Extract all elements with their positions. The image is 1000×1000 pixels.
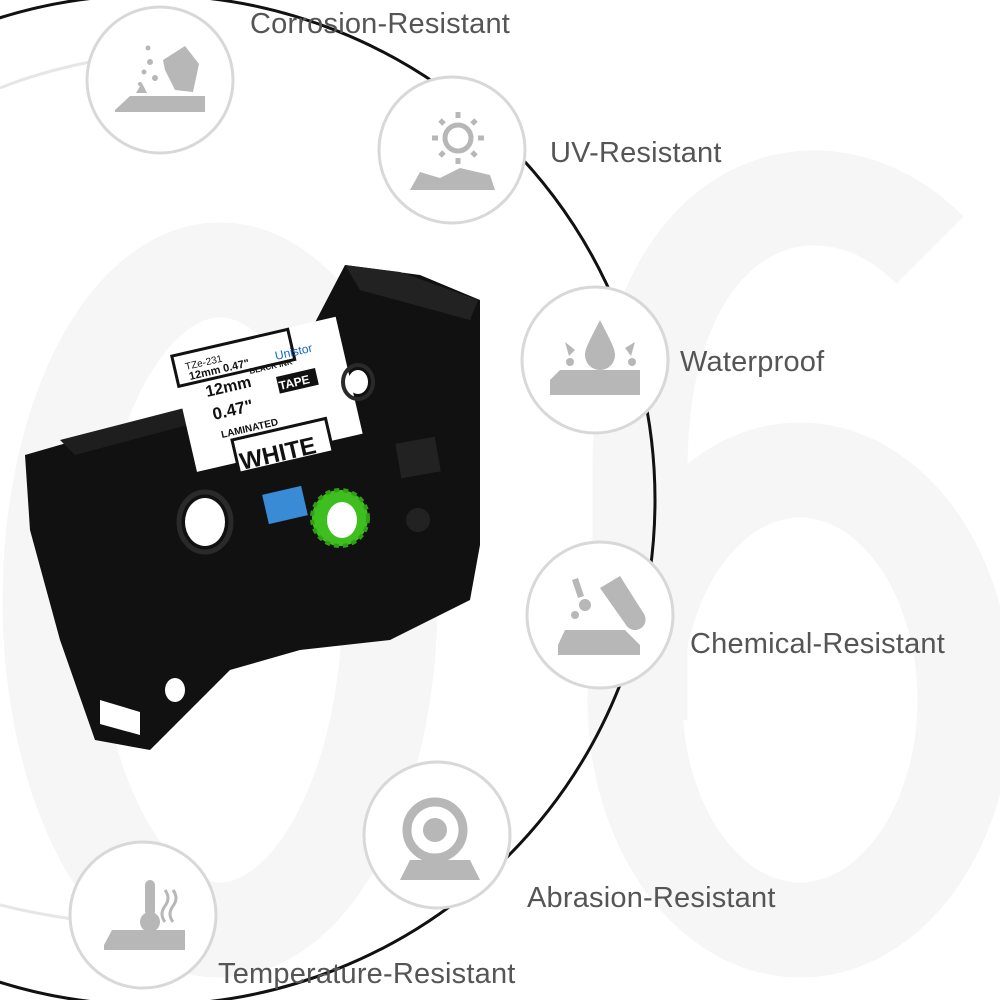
sun-icon — [432, 112, 484, 164]
feature-label-temperature: Temperature-Resistant — [218, 958, 516, 990]
chemical-circle — [525, 540, 675, 690]
feature-label-chemical: Chemical-Resistant — [690, 628, 946, 660]
cartridge-hole-top — [348, 370, 368, 394]
faint-arc-bottom — [0, 903, 81, 922]
cartridge-hole-left — [185, 498, 225, 546]
corrosion-icon — [115, 45, 205, 112]
cartridge-hole-bottom — [165, 678, 185, 702]
abrasion-circle — [362, 760, 512, 910]
faint-arc-top — [0, 60, 91, 90]
green-spool — [310, 488, 370, 548]
thermometer-icon — [104, 880, 185, 950]
tape-roll-icon — [400, 797, 480, 880]
feature-label-corrosion: Corrosion-Resistant — [250, 8, 511, 40]
feature-label-abrasion: Abrasion-Resistant — [527, 882, 776, 914]
feature-label-uv: UV-Resistant — [550, 137, 722, 169]
feature-ring — [0, 0, 657, 1000]
water-drop-icon — [550, 320, 640, 395]
temperature-circle — [68, 840, 218, 990]
uv-circle — [377, 75, 527, 225]
tape-cartridge: TZe-231 12mm 0.47" BLACK INK Unistor TAP… — [25, 265, 480, 750]
water-circle — [520, 285, 670, 435]
cartridge-type: TAPE — [278, 372, 311, 393]
feature-label-water: Waterproof — [680, 346, 825, 378]
uv-ground-shape — [410, 168, 495, 190]
corrosion-circle — [85, 5, 235, 155]
test-tube-icon — [558, 576, 646, 655]
